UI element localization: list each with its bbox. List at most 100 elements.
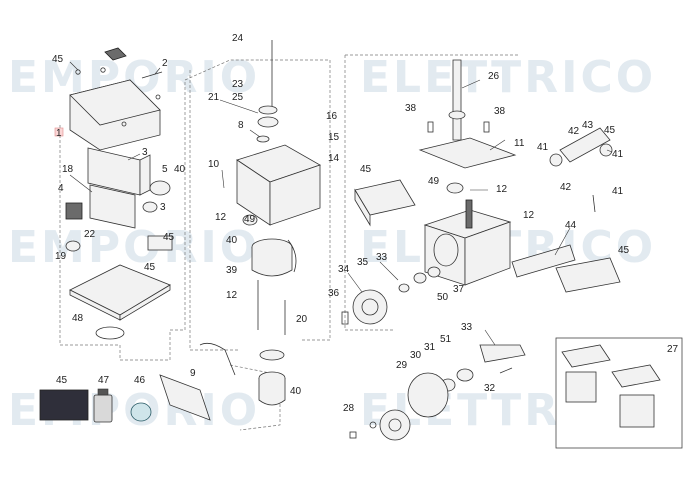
housing-side [269, 164, 321, 226]
cable-9 [199, 342, 236, 376]
callout-18: 18 [62, 164, 74, 175]
callout-28: 28 [343, 403, 355, 414]
foam-45 [39, 389, 89, 421]
bearing-49 [446, 182, 464, 194]
callout-19: 19 [55, 251, 67, 262]
frame-left-inner [189, 70, 240, 351]
callout-21: 21 [208, 92, 220, 103]
bearing-21 [257, 116, 279, 128]
inset-bracket-b [619, 394, 655, 428]
callout-40: 40 [290, 386, 302, 397]
callout-3: 3 [160, 202, 166, 213]
housing-30 [407, 372, 449, 418]
callout-16: 16 [326, 111, 338, 122]
callout-36: 36 [328, 288, 340, 299]
gear-29 [379, 409, 411, 441]
plate-44 [511, 244, 576, 278]
gearbox-assembly [341, 59, 621, 441]
callout-8: 8 [238, 120, 244, 131]
pin-38b [483, 121, 490, 133]
cap-a [155, 94, 161, 100]
knob-19 [65, 240, 81, 252]
gear-34-hub [361, 298, 379, 316]
gearbox-bore [433, 233, 459, 267]
transformer-4 [65, 202, 83, 220]
bottle-47 [93, 394, 113, 423]
cap-b [121, 121, 127, 127]
pin-38a [427, 121, 434, 133]
motor-cable [287, 239, 297, 273]
callout-20: 20 [296, 314, 308, 325]
gear-29-hub [388, 418, 402, 432]
callout-47: 47 [98, 375, 110, 386]
screw-28 [349, 431, 357, 439]
seal-49 [242, 214, 258, 226]
motor-housing [159, 40, 321, 421]
gear-20 [259, 349, 285, 361]
callout-45: 45 [618, 245, 630, 256]
capacitor-3 [142, 201, 158, 213]
pin-32 [499, 367, 513, 374]
control-box [65, 147, 173, 252]
pot-46 [130, 402, 152, 422]
callout-33: 33 [376, 252, 388, 263]
cover-top [69, 79, 161, 126]
watermark-right-top: ELETTRICO [360, 52, 656, 103]
callout-22: 22 [84, 229, 96, 240]
callout-49: 49 [244, 214, 256, 225]
shaft-26-collar [448, 110, 466, 120]
inset-cover-b [611, 364, 661, 388]
callout-37: 37 [453, 284, 465, 295]
callout-46: 46 [134, 375, 146, 386]
ring-8 [256, 135, 270, 143]
motor-40-body [251, 247, 293, 277]
callout-42: 42 [568, 126, 580, 137]
callout-44: 44 [565, 220, 577, 231]
gearbox-side [464, 221, 511, 286]
frame-left [59, 59, 260, 361]
callout-9: 9 [190, 368, 196, 379]
bush-41b [599, 143, 613, 157]
callout-38: 38 [494, 106, 506, 117]
callout-45: 45 [604, 125, 616, 136]
callout-48: 48 [72, 313, 84, 324]
connector-45 [147, 235, 173, 251]
frame-right [344, 55, 395, 331]
callout-38: 38 [405, 103, 417, 114]
gear-34 [352, 289, 388, 325]
callout-50: 50 [437, 292, 449, 303]
bearing-50 [413, 272, 427, 284]
bottle-47-cap [97, 388, 109, 396]
callout-45: 45 [56, 375, 68, 386]
callout-30: 30 [410, 350, 422, 361]
callout-25: 25 [232, 92, 244, 103]
callout-40: 40 [174, 164, 186, 175]
bearing-51 [456, 368, 474, 382]
cover-45-right [555, 257, 621, 293]
callout-45: 45 [163, 232, 175, 243]
callout-labels: 45 2 1 3 18 5 40 4 3 22 45 19 45 48 24 2… [52, 33, 630, 414]
callout-12: 12 [523, 210, 535, 221]
cover-45-front [354, 188, 371, 227]
screw-45-2 [100, 67, 106, 73]
callout-51: 51 [440, 334, 452, 345]
bearing-37 [427, 266, 441, 278]
callout-32: 32 [484, 383, 496, 394]
callout-45: 45 [52, 54, 64, 65]
callout-41: 41 [612, 186, 624, 197]
callout-45: 45 [360, 164, 372, 175]
accessories [39, 388, 152, 423]
callout-40: 40 [226, 235, 238, 246]
callout-14: 14 [328, 153, 340, 164]
arm-42 [559, 127, 611, 163]
callout-26: 26 [488, 71, 500, 82]
callout-34: 34 [338, 264, 350, 275]
screw-2 [141, 71, 163, 79]
callout-41: 41 [537, 142, 549, 153]
board-18 [89, 184, 136, 229]
callout-23: 23 [232, 79, 244, 90]
callout-10: 10 [208, 159, 220, 170]
badge-45 [104, 47, 127, 61]
pin-41 [592, 194, 596, 213]
